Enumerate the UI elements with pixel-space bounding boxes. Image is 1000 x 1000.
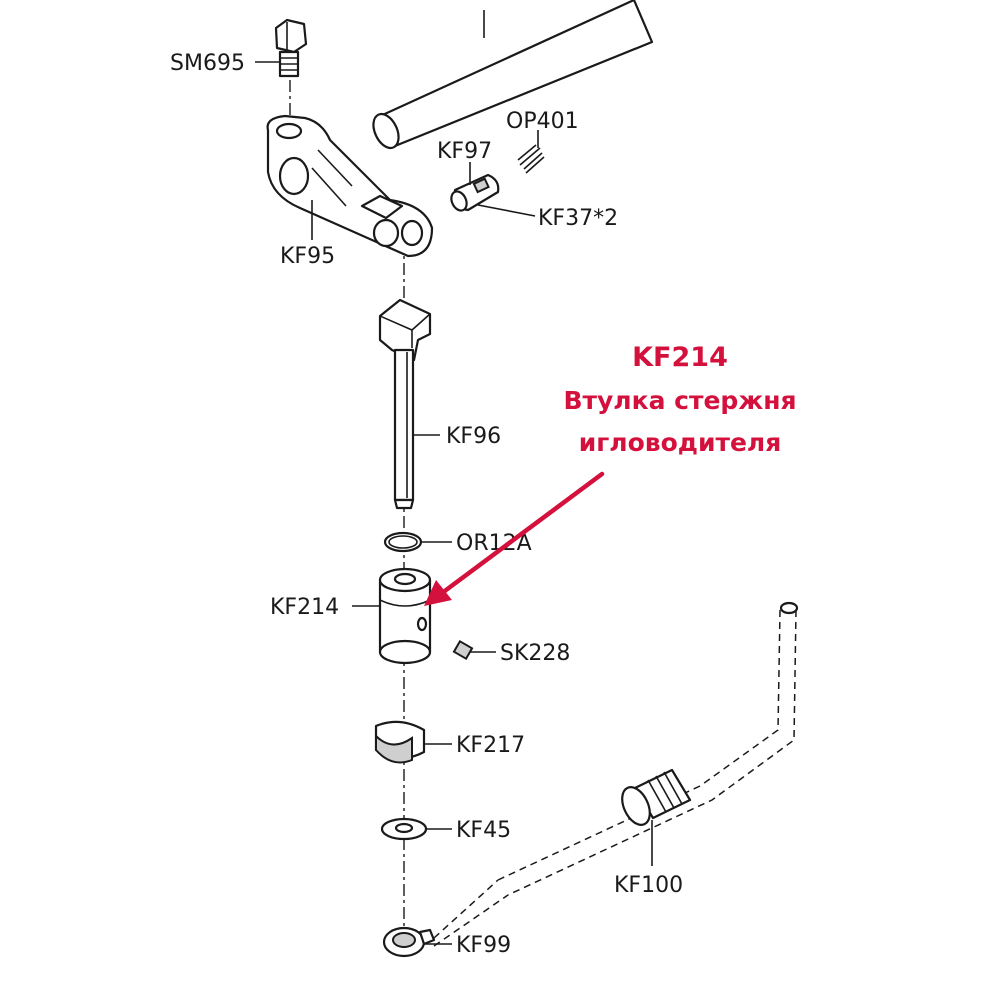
label-kf95: KF95 xyxy=(280,244,335,269)
label-kf99: KF99 xyxy=(456,933,511,958)
label-kf100: KF100 xyxy=(614,873,683,898)
label-kf97: KF97 xyxy=(437,139,492,164)
label-kf217: KF217 xyxy=(456,733,525,758)
callout-line2: игловодителя xyxy=(579,428,782,457)
label-kf37: KF37*2 xyxy=(538,206,618,231)
main-shaft-tube xyxy=(372,0,654,150)
bushing-kf214 xyxy=(378,567,432,665)
label-kf96: KF96 xyxy=(446,424,501,449)
label-sm695: SM695 xyxy=(170,51,245,76)
pin-kf97-assembly xyxy=(450,173,500,212)
fitting-kf99 xyxy=(382,926,436,958)
rocker-arm-kf95 xyxy=(266,114,434,258)
screw-sk228 xyxy=(452,639,474,661)
callout-line1: Втулка стержня xyxy=(563,386,796,415)
label-kf214: KF214 xyxy=(270,595,339,620)
label-kf45: KF45 xyxy=(456,818,511,843)
needle-bar-kf96 xyxy=(378,298,432,510)
callout-code: KF214 xyxy=(632,342,728,373)
split-ring-kf217 xyxy=(374,720,426,764)
oil-tube-kf100 xyxy=(433,601,799,947)
spring-op401 xyxy=(517,144,545,174)
leader-kf37 xyxy=(477,204,536,217)
bolt-sm695 xyxy=(274,18,308,78)
label-op401: OP401 xyxy=(506,109,579,134)
label-sk228: SK228 xyxy=(500,641,570,666)
callout-arrow xyxy=(424,471,605,606)
